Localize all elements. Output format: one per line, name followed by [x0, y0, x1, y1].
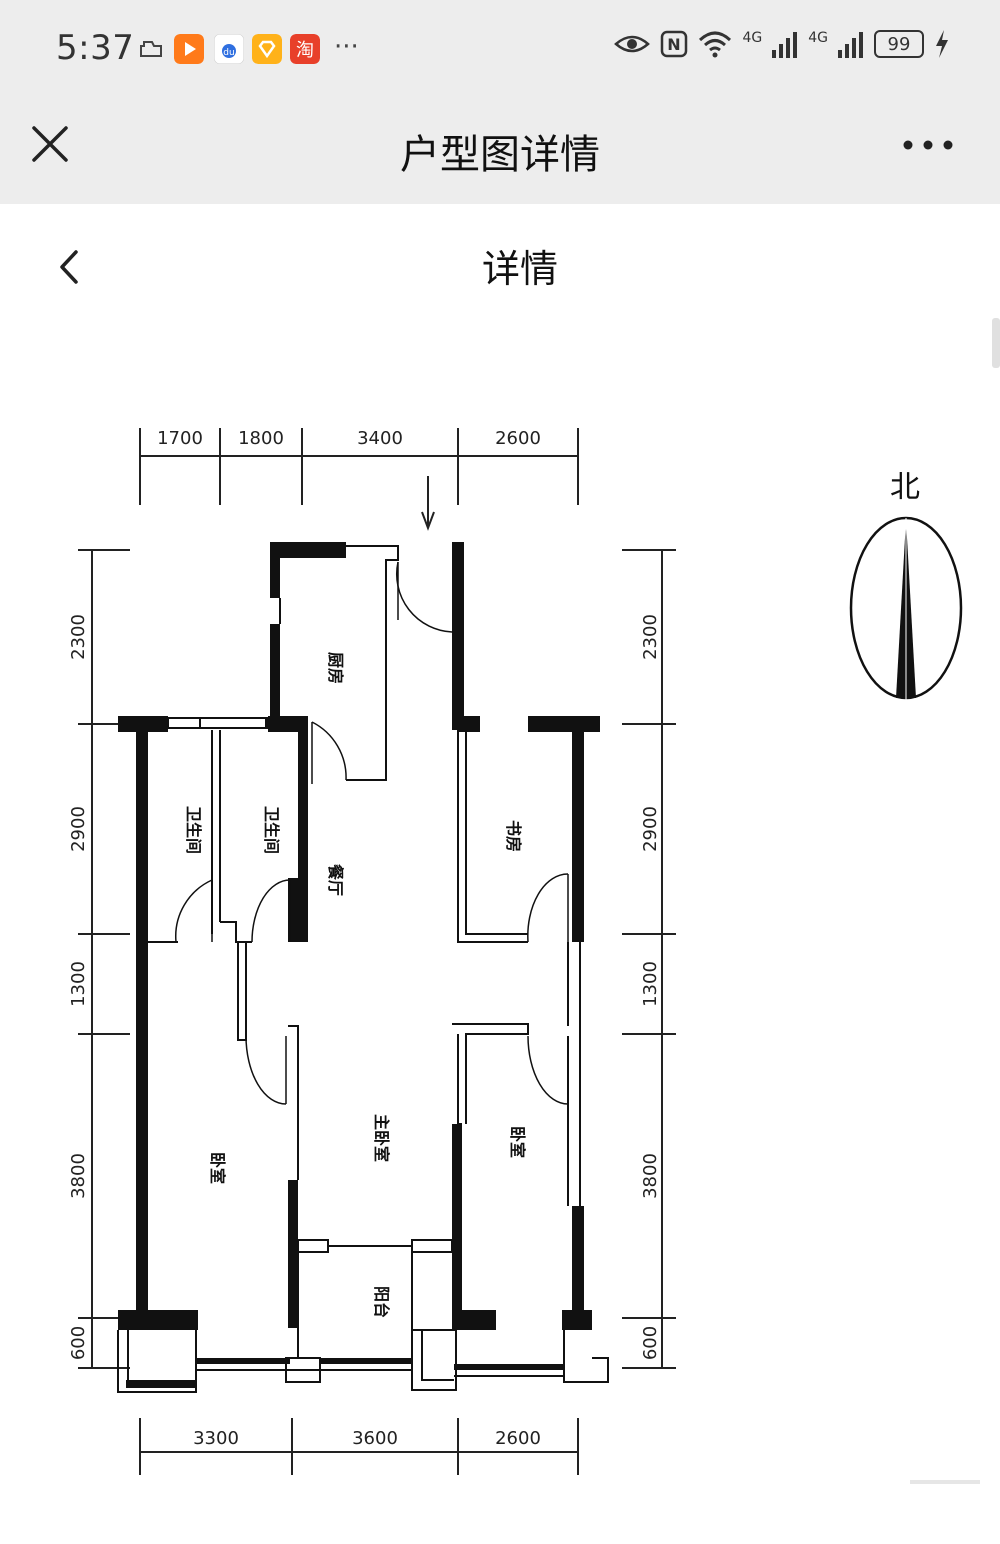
baidu-icon-text: du — [223, 48, 234, 58]
bottom-dim-label: 3300 — [193, 1428, 239, 1449]
right-dim-label: 2300 — [640, 614, 661, 660]
video-app-icon — [174, 34, 204, 64]
dimension-labels: 1700 1800 3400 2600 3300 3600 2600 2300 … — [68, 428, 661, 1449]
right-dim-label: 600 — [640, 1326, 661, 1360]
scrollbar[interactable] — [992, 318, 1000, 368]
compass-north-label: 北 — [890, 470, 920, 505]
status-overflow: ··· — [334, 32, 359, 62]
floor-plan-image[interactable]: 1700 1800 3400 2600 3300 3600 2600 2300 … — [0, 330, 1000, 1544]
left-dim-label: 600 — [68, 1326, 89, 1360]
right-dim-label: 1300 — [640, 961, 661, 1007]
signal-2-icon — [838, 32, 863, 58]
bottom-dim-label: 2600 — [495, 1428, 541, 1449]
taobao-icon: 淘 — [290, 34, 320, 64]
left-dim-label: 2300 — [68, 614, 89, 660]
room-labels: 厨房 卫生间 卫生间 餐厅 书房 卧室 主卧室 卧室 阳台 — [184, 652, 527, 1318]
compass — [849, 516, 963, 700]
nfc-icon-text: N — [668, 35, 681, 54]
left-dim-label: 2900 — [68, 806, 89, 852]
top-dim-label: 1700 — [157, 428, 203, 449]
right-dim-label: 2900 — [640, 806, 661, 852]
page-title: 户型图详情 — [400, 132, 600, 178]
back-button[interactable] — [50, 242, 90, 292]
status-right-group: N 4G 4G 99 — [614, 30, 950, 58]
door-swings — [175, 561, 569, 1105]
close-button[interactable] — [28, 122, 72, 166]
charging-icon — [936, 30, 948, 58]
bottom-dim-label: 3600 — [352, 1428, 398, 1449]
signal-1-label: 4G — [742, 30, 763, 46]
watermark — [910, 1480, 980, 1484]
right-dim-label: 3800 — [640, 1153, 661, 1199]
top-dim-label: 2600 — [495, 428, 541, 449]
signal-2-label: 4G — [808, 30, 828, 46]
room-label-bedroom: 卧室 — [508, 1126, 527, 1158]
baidu-icon: du — [214, 34, 244, 64]
thick-walls — [118, 542, 600, 1388]
top-dim-label: 1800 — [238, 428, 284, 449]
sub-header-title: 详情 — [481, 247, 558, 291]
top-dim-label: 3400 — [357, 428, 403, 449]
room-label-master-bedroom: 主卧室 — [372, 1114, 391, 1162]
more-options-button[interactable] — [900, 130, 956, 160]
eye-icon — [614, 35, 651, 53]
room-label-kitchen: 厨房 — [326, 652, 345, 684]
taobao-icon-text: 淘 — [296, 40, 314, 61]
room-label-dining: 餐厅 — [326, 863, 345, 896]
signal-1-icon — [772, 32, 798, 58]
status-time: 5:37 — [56, 28, 135, 68]
battery-icon: 99 — [874, 30, 924, 58]
room-label-balcony: 阳台 — [372, 1286, 391, 1318]
room-label-bathroom: 卫生间 — [262, 806, 281, 854]
sub-header: 详情 — [0, 204, 1000, 314]
left-dim-label: 3800 — [68, 1153, 89, 1199]
room-label-bedroom: 卧室 — [208, 1152, 227, 1184]
cloud-icon — [140, 41, 162, 57]
dimension-lines — [78, 428, 676, 1475]
thin-walls — [117, 545, 609, 1393]
room-label-bathroom: 卫生间 — [184, 806, 203, 854]
nfc-icon: N — [661, 30, 688, 58]
left-dim-label: 1300 — [68, 961, 89, 1007]
room-label-study: 书房 — [504, 820, 523, 852]
diamond-app-icon — [252, 34, 282, 64]
title-bar: 户型图详情 — [0, 100, 1000, 204]
wifi-icon — [699, 31, 732, 58]
status-bar: 5:37 du 淘 ··· N 4G — [0, 0, 1000, 100]
